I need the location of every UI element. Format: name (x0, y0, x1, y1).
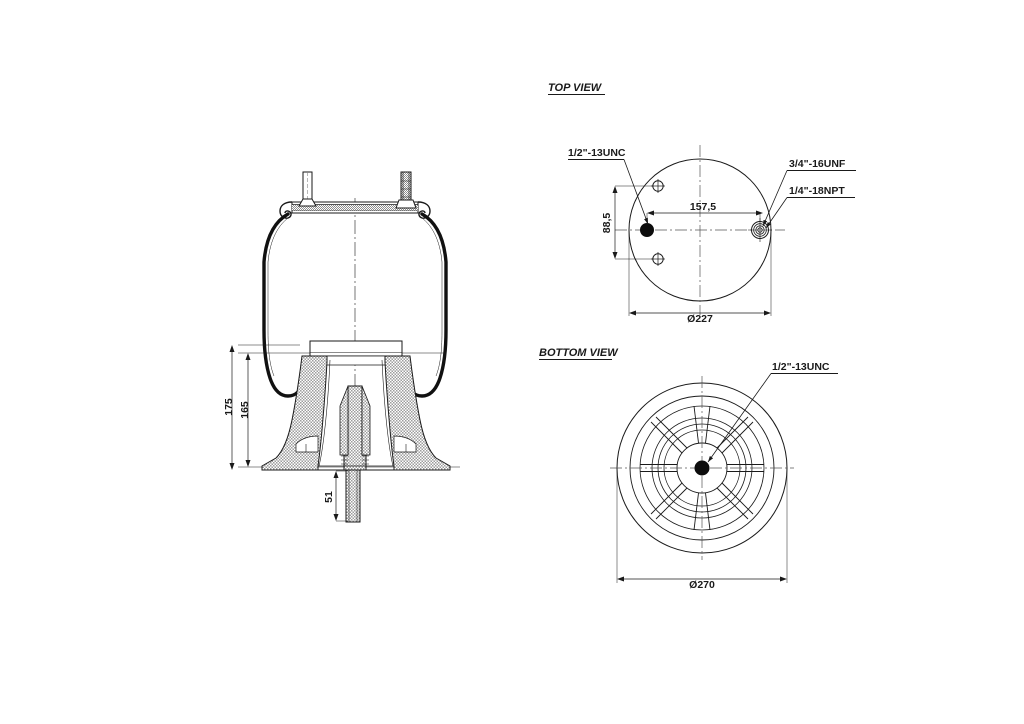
stud-thread-marks (341, 455, 369, 465)
piston-boss-flare (339, 385, 349, 456)
bellows-rubber-right (405, 212, 448, 398)
dimension-51: 51 (323, 470, 348, 522)
callout-half-13unc-top-label: 1/2"-13UNC (568, 147, 626, 159)
callout-three-quarter-16unf: 3/4"-16UNF (762, 158, 856, 227)
dimension-165-label: 165 (239, 401, 251, 419)
piston-cavity-left-line (318, 359, 331, 467)
dimension-diameter-227: Ø227 (628, 230, 772, 325)
cross-section-view: 175 165 51 (223, 171, 460, 523)
top-view: TOP VIEW (548, 82, 856, 325)
bottom-mounting-stud (345, 469, 361, 523)
top-view-title: TOP VIEW (548, 82, 603, 94)
dimension-165: 165 (239, 353, 251, 467)
piston-cavity-right-line (381, 359, 394, 467)
top-view-blind-nut (640, 223, 654, 237)
dimension-175-label: 175 (223, 398, 235, 416)
piston-boss-flare-right (361, 385, 371, 456)
callout-three-quarter-16unf-label: 3/4"-16UNF (789, 158, 846, 170)
dimension-88-5: 88,5 (601, 185, 653, 260)
bottom-view-radial-ribs (640, 405, 764, 531)
top-view-bolt-hole-upper (651, 179, 665, 193)
piston-wall-left (261, 355, 328, 471)
dimension-88-5-label: 88,5 (601, 213, 613, 234)
callout-half-13unc-bottom-label: 1/2"-13UNC (772, 361, 830, 373)
callout-half-13unc-top: 1/2"-13UNC (568, 147, 649, 225)
dimension-175: 175 (223, 345, 235, 470)
top-stud-left (298, 171, 317, 207)
callout-half-13unc-bottom: 1/2"-13UNC (707, 361, 838, 463)
piston-rib-left (295, 435, 319, 453)
dimension-51-label: 51 (323, 491, 335, 503)
top-stud-right (395, 171, 417, 209)
bellows-inner-contour (267, 215, 292, 377)
bottom-view-center-thread (694, 460, 710, 476)
dimension-diameter-270: Ø270 (616, 468, 788, 591)
bead-plate-section-hatch (292, 205, 418, 211)
bottom-view: BOTTOM VIEW (539, 347, 838, 591)
dimension-157-5-label: 157,5 (690, 201, 716, 213)
piston-rib-right (393, 435, 417, 453)
dimension-157-5: 157,5 (646, 201, 763, 225)
callout-quarter-18npt-label: 1/4"-18NPT (789, 185, 845, 197)
callout-quarter-18npt: 1/4"-18NPT (765, 185, 855, 229)
diameter-227-label: Ø227 (687, 313, 713, 325)
bottom-view-title: BOTTOM VIEW (539, 347, 619, 359)
bellows-inner-contour-right (418, 215, 443, 377)
diameter-270-label: Ø270 (689, 579, 715, 591)
bellows-rubber-left (262, 212, 305, 398)
